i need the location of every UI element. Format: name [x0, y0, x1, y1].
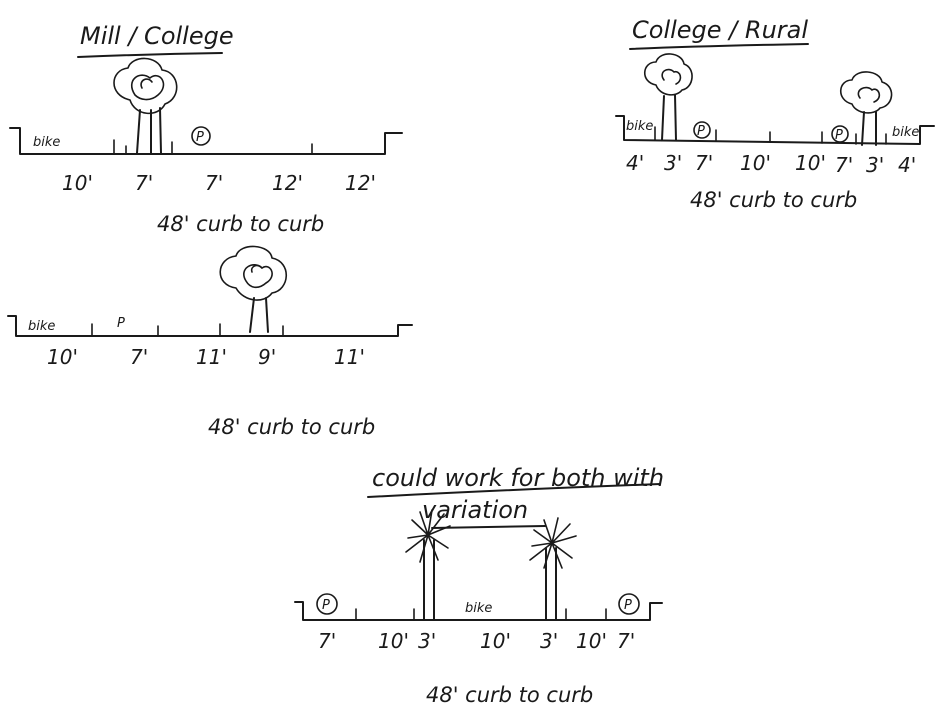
dimension-label: 7' — [135, 171, 153, 195]
dimension-label: 7' — [130, 345, 148, 369]
dimension-label: 10' — [576, 629, 607, 653]
parking-symbol: P — [316, 593, 338, 615]
dimension-label: 9' — [258, 345, 276, 369]
dimension-label: 10' — [480, 629, 511, 653]
sketch-b-road-profile — [615, 115, 935, 145]
sketch-c-dimensions: 10' 7' 11' 9' 11' — [47, 345, 365, 369]
sketch-college-rural: College / Rural bike bike P P 4' 3' — [615, 16, 935, 212]
svg-text:P: P — [196, 130, 204, 145]
sketch-third-section: bike P 10' 7' 11' 9' 11' 48' curb to cur… — [7, 245, 413, 439]
tree-icon — [643, 53, 693, 141]
tree-icon — [113, 57, 178, 154]
palm-tree-icon — [529, 517, 577, 621]
svg-text:P: P — [697, 124, 705, 139]
dimension-label: 11' — [334, 345, 365, 369]
sketch-a-road-profile — [9, 127, 403, 155]
sketch-b-dimensions: 4' 3' 7' 10' 10' 7' 3' 4' — [626, 151, 916, 177]
dimension-label: 7' — [318, 629, 336, 653]
sketch-b-title-underline — [629, 43, 809, 50]
sketch-a-title: Mill / College — [80, 22, 234, 50]
sketch-c-road-profile — [7, 315, 413, 337]
parking-symbol: P — [693, 121, 711, 139]
bike-label: bike — [28, 319, 55, 334]
svg-text:P: P — [322, 598, 330, 613]
palm-tree-icon — [405, 509, 451, 621]
dimension-label: 7' — [205, 171, 223, 195]
sketch-b-title: College / Rural — [632, 16, 808, 44]
dimension-label: 10' — [795, 151, 826, 175]
sketch-d-dimensions: 7' 10' 3' 10' 3' 10' 7' — [318, 629, 635, 653]
sketch-a-dimensions: 10' 7' 7' 12' 12' — [62, 171, 376, 195]
sketch-b-lane-ticks — [654, 126, 887, 145]
dimension-label: 4' — [898, 153, 916, 177]
parking-label: P — [117, 316, 125, 331]
dimension-label: 3' — [866, 153, 884, 177]
dimension-label: 7' — [835, 153, 853, 177]
svg-text:P: P — [835, 128, 843, 143]
dimension-label: 10' — [62, 171, 93, 195]
sketch-d-title-line2: variation — [422, 496, 528, 524]
parking-symbol: P — [618, 593, 640, 615]
palm-connector — [431, 525, 546, 529]
sketch-a-caption: 48' curb to curb — [157, 212, 324, 236]
bike-label: bike — [626, 119, 653, 134]
dimension-label: 10' — [740, 151, 771, 175]
sketch-a-lane-ticks — [113, 139, 313, 155]
sketch-mill-college: Mill / College bike P 10' 7' 7' 12' 12' … — [9, 22, 403, 236]
parking-symbol: P — [191, 126, 211, 146]
sketch-d-caption: 48' curb to curb — [426, 683, 593, 707]
sketch-combined-section: could work for both with variation bike … — [294, 464, 664, 707]
sketch-a-title-underline — [77, 52, 223, 58]
bike-label: bike — [892, 125, 919, 140]
dimension-label: 12' — [345, 171, 376, 195]
dimension-label: 10' — [378, 629, 409, 653]
tree-icon — [839, 71, 893, 146]
sketch-b-caption: 48' curb to curb — [690, 188, 857, 212]
bike-label: bike — [465, 601, 492, 616]
parking-symbol: P — [831, 125, 849, 143]
sketch-d-title-line1: could work for both with — [372, 464, 664, 492]
dimension-label: 3' — [664, 151, 682, 175]
dimension-label: 7' — [695, 151, 713, 175]
tree-icon — [219, 245, 287, 333]
dimension-label: 4' — [626, 151, 644, 175]
sketch-c-caption: 48' curb to curb — [208, 415, 375, 439]
dimension-label: 11' — [196, 345, 227, 369]
svg-text:P: P — [624, 598, 632, 613]
sketch-d-road-profile — [294, 601, 663, 621]
dimension-label: 10' — [47, 345, 78, 369]
dimension-label: 3' — [418, 629, 436, 653]
bike-label: bike — [33, 135, 60, 150]
dimension-label: 3' — [540, 629, 558, 653]
sketch-d-lane-ticks — [355, 608, 607, 621]
dimension-label: 7' — [617, 629, 635, 653]
dimension-label: 12' — [272, 171, 303, 195]
sketch-c-lane-ticks — [91, 323, 284, 337]
sketch-d-title-underline — [367, 483, 661, 498]
